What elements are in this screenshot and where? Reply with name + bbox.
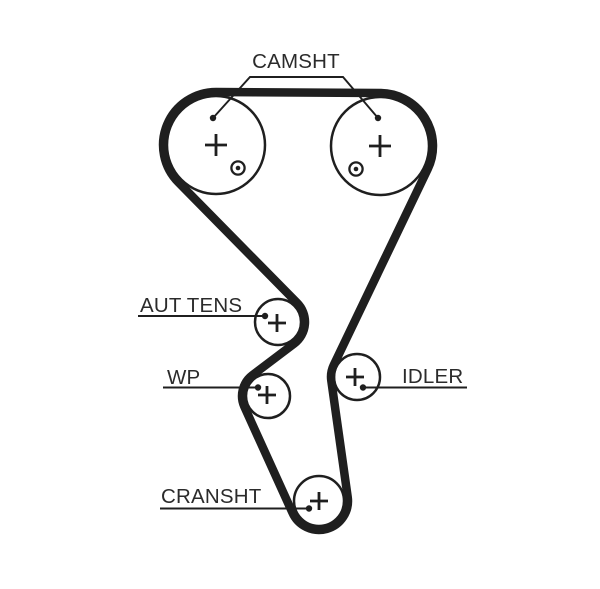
- timing-belt: [158, 87, 438, 535]
- camshaft-leader-line: [212, 76, 379, 119]
- leader-lines: [138, 76, 467, 512]
- center-cross-idler: [346, 368, 364, 386]
- leader-dot-idler: [359, 384, 367, 391]
- timing-dot-icon: [348, 161, 364, 177]
- center-cross-water-pump: [258, 386, 276, 404]
- leader-dot-camshaft-left: [209, 114, 217, 122]
- timing-dot-icon: [230, 160, 246, 176]
- timing-dot-center: [353, 166, 359, 172]
- timing-mark-camshaft-left: [230, 160, 246, 176]
- center-cross-camshaft-right: [369, 135, 391, 157]
- label-tensioner: AUT TENS: [140, 294, 242, 317]
- timing-dot-center: [235, 165, 241, 171]
- center-marks: [205, 134, 391, 510]
- leader-dot-tensioner: [261, 312, 269, 320]
- center-cross-tensioner: [268, 314, 286, 332]
- label-crankshaft: CRANSHT: [161, 485, 262, 508]
- leader-dot-water-pump: [254, 384, 262, 391]
- leader-dot-camshaft-right: [374, 114, 382, 122]
- label-water-pump: WP: [167, 366, 200, 389]
- label-camshaft: CAMSHT: [252, 50, 340, 73]
- center-cross-crankshaft: [310, 492, 328, 510]
- labels: CAMSHT AUT TENS WP IDLER CRANSHT: [140, 50, 463, 508]
- timing-mark-camshaft-right: [348, 161, 364, 177]
- center-cross-camshaft-left: [205, 134, 227, 156]
- leader-dot-crankshaft: [305, 505, 313, 512]
- label-idler: IDLER: [402, 365, 463, 388]
